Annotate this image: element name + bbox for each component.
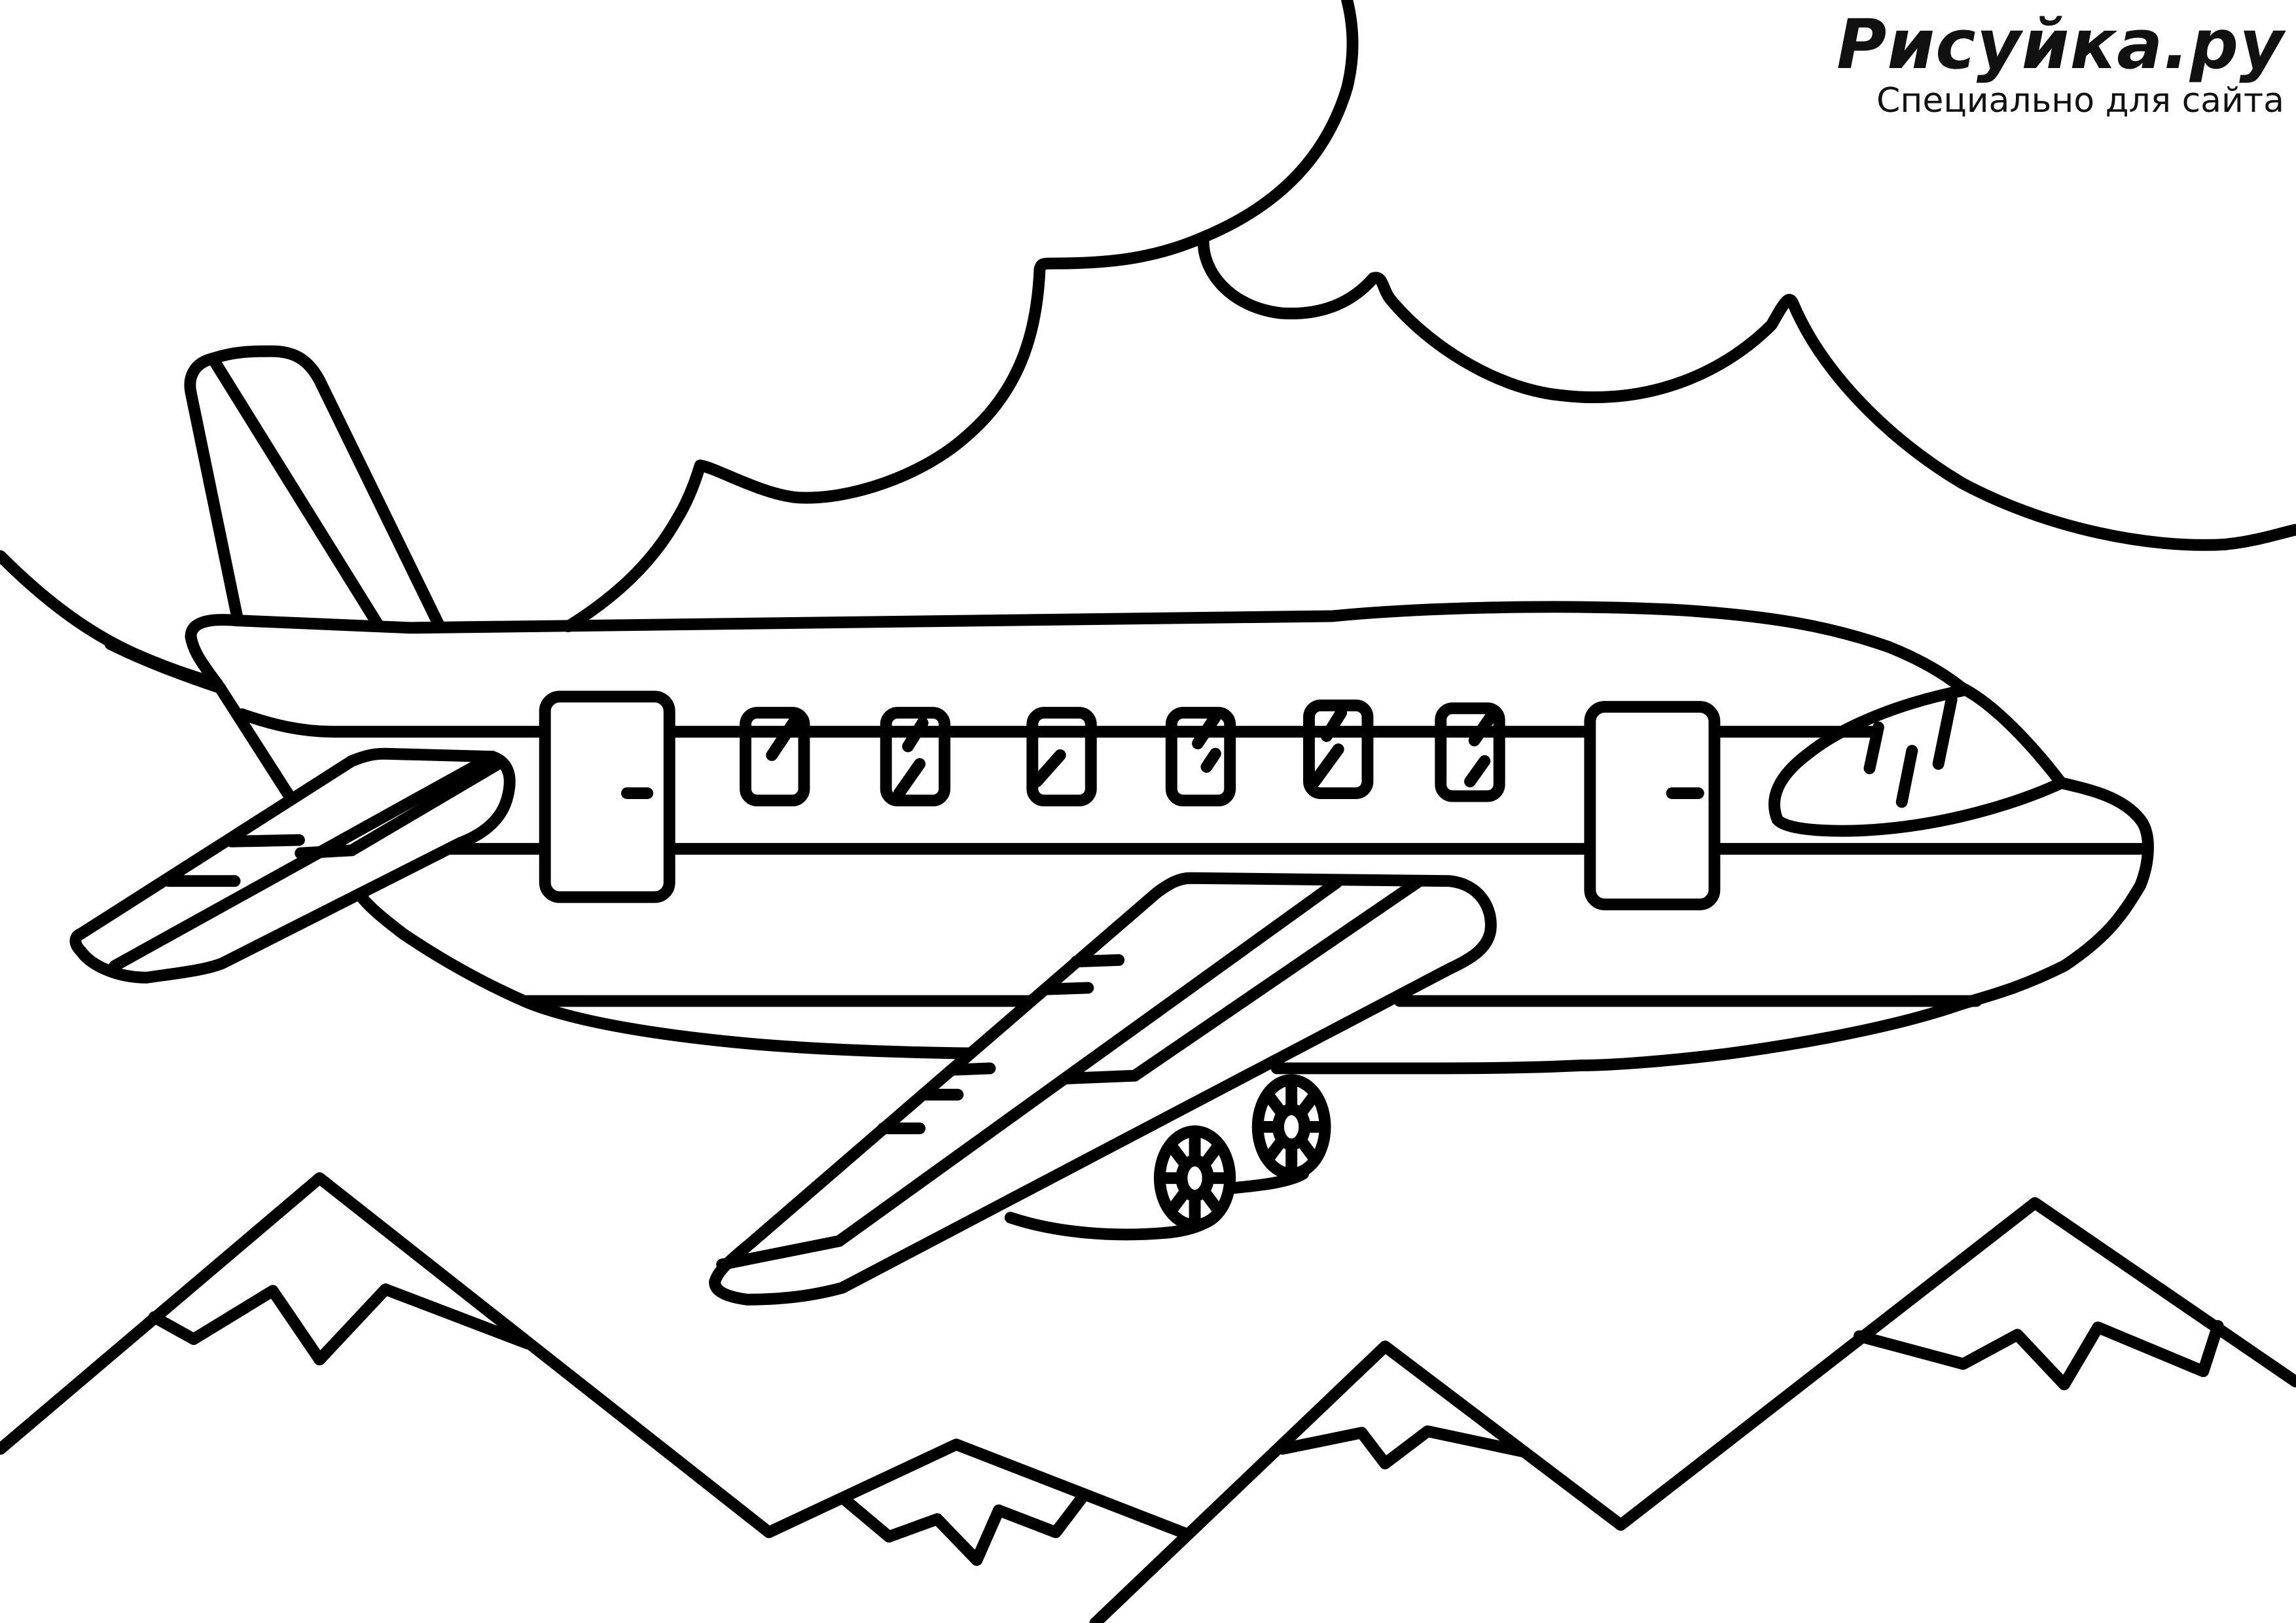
cabin-window bbox=[1165, 707, 1236, 807]
tail-fin bbox=[184, 345, 446, 633]
front-door bbox=[1584, 701, 1721, 910]
rear-door bbox=[539, 690, 675, 903]
airplane bbox=[69, 345, 2154, 1306]
watermark-title: Рисуйка.ру bbox=[1837, 5, 2284, 84]
site-watermark: Рисуйка.ру Специально для сайта bbox=[1837, 9, 2284, 122]
cabin-windows bbox=[740, 699, 1505, 807]
cabin-window bbox=[1303, 699, 1374, 799]
cabin-window bbox=[1026, 707, 1097, 807]
watermark-subtitle: Специально для сайта bbox=[1876, 81, 2284, 121]
cabin-window bbox=[740, 707, 810, 807]
cabin-window bbox=[880, 707, 951, 807]
engine-front bbox=[1224, 1074, 1331, 1194]
cockpit-window bbox=[1768, 685, 2068, 837]
engine-rear bbox=[1004, 1125, 1236, 1241]
cabin-window bbox=[1435, 702, 1505, 802]
mountains bbox=[0, 1172, 2296, 1623]
